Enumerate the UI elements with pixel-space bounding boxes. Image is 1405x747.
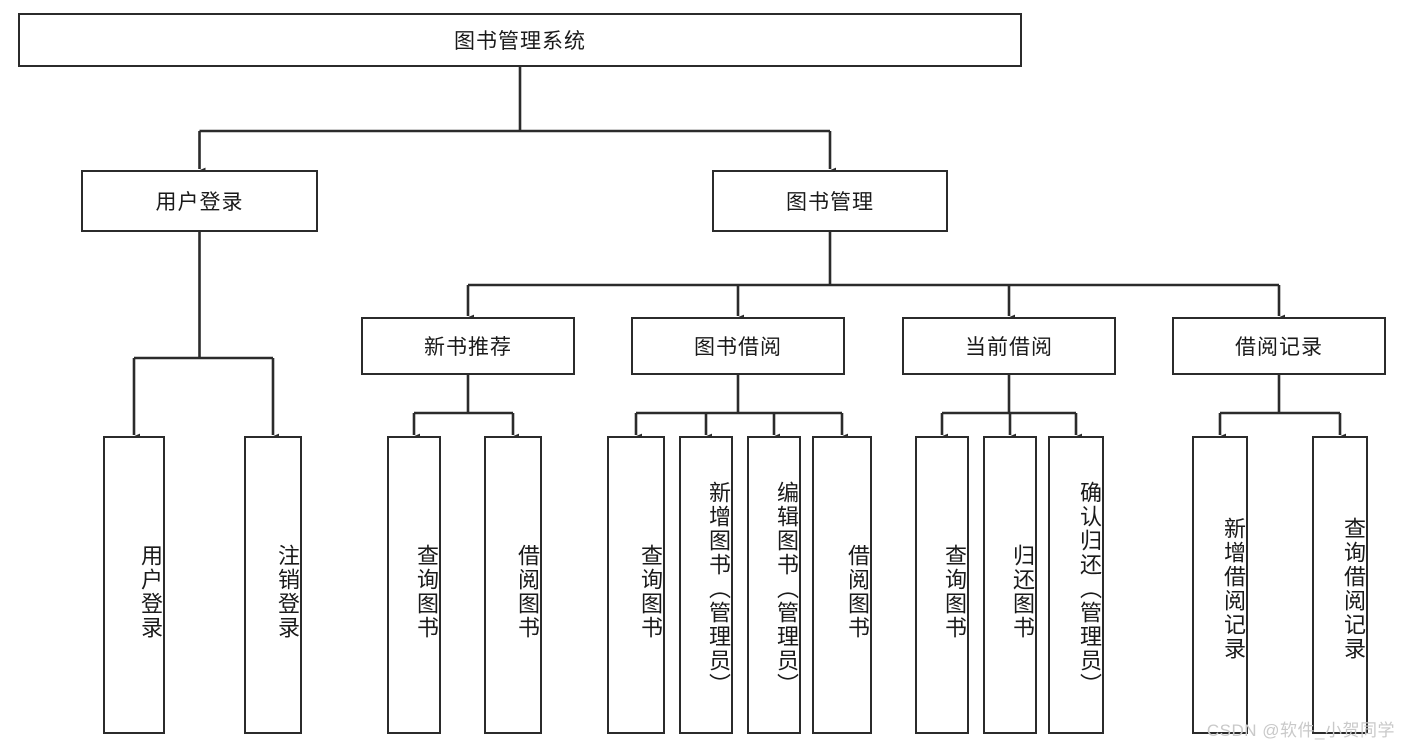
node-label: 查询图书 — [942, 544, 967, 640]
node-label: 图书管理系统 — [454, 30, 586, 53]
node-label: 用户登录 — [155, 191, 244, 214]
node-label: 借阅记录 — [1235, 336, 1323, 359]
node-leaf-user-login: 用户登录 — [103, 436, 165, 734]
node-leaf-add-record: 新增借阅记录 — [1192, 436, 1248, 734]
node-leaf-borrow-book-rec: 借阅图书 — [484, 436, 542, 734]
node-new-book-rec: 新书推荐 — [361, 317, 575, 375]
node-leaf-logout: 注销登录 — [244, 436, 302, 734]
node-book-manage: 图书管理 — [712, 170, 948, 232]
node-label: 图书管理 — [786, 191, 874, 214]
node-leaf-query-book-cb: 查询图书 — [915, 436, 969, 734]
node-label: 用户登录 — [138, 544, 163, 640]
node-label: 归还图书 — [1010, 544, 1035, 640]
node-current-borrow: 当前借阅 — [902, 317, 1116, 375]
node-label: 新增借阅记录 — [1221, 517, 1246, 661]
node-label: 借阅图书 — [515, 544, 540, 640]
node-label: 当前借阅 — [965, 336, 1053, 359]
node-borrow-record: 借阅记录 — [1172, 317, 1386, 375]
node-leaf-confirm-return: 确认归还（管理员） — [1048, 436, 1104, 734]
node-leaf-query-book-rec: 查询图书 — [387, 436, 441, 734]
node-label: 借阅图书 — [845, 544, 870, 640]
node-leaf-add-book: 新增图书（管理员） — [679, 436, 733, 734]
node-label: 注销登录 — [275, 544, 300, 640]
node-leaf-query-book-bb: 查询图书 — [607, 436, 665, 734]
node-label: 确认归还（管理员） — [1077, 481, 1102, 697]
node-label: 新书推荐 — [424, 336, 512, 359]
node-leaf-query-record: 查询借阅记录 — [1312, 436, 1368, 734]
node-leaf-borrow-book-bb: 借阅图书 — [812, 436, 872, 734]
node-label: 查询借阅记录 — [1341, 517, 1366, 661]
node-label: 新增图书（管理员） — [706, 481, 731, 697]
csdn-watermark: CSDN @软件_小贺同学 — [1206, 721, 1395, 740]
node-label: 图书借阅 — [694, 336, 782, 359]
node-leaf-edit-book: 编辑图书（管理员） — [747, 436, 801, 734]
node-label: 编辑图书（管理员） — [774, 481, 799, 697]
node-label: 查询图书 — [638, 544, 663, 640]
node-user-login: 用户登录 — [81, 170, 318, 232]
node-root: 图书管理系统 — [18, 13, 1022, 67]
node-label: 查询图书 — [414, 544, 439, 640]
node-book-borrow: 图书借阅 — [631, 317, 845, 375]
node-leaf-return-book: 归还图书 — [983, 436, 1037, 734]
